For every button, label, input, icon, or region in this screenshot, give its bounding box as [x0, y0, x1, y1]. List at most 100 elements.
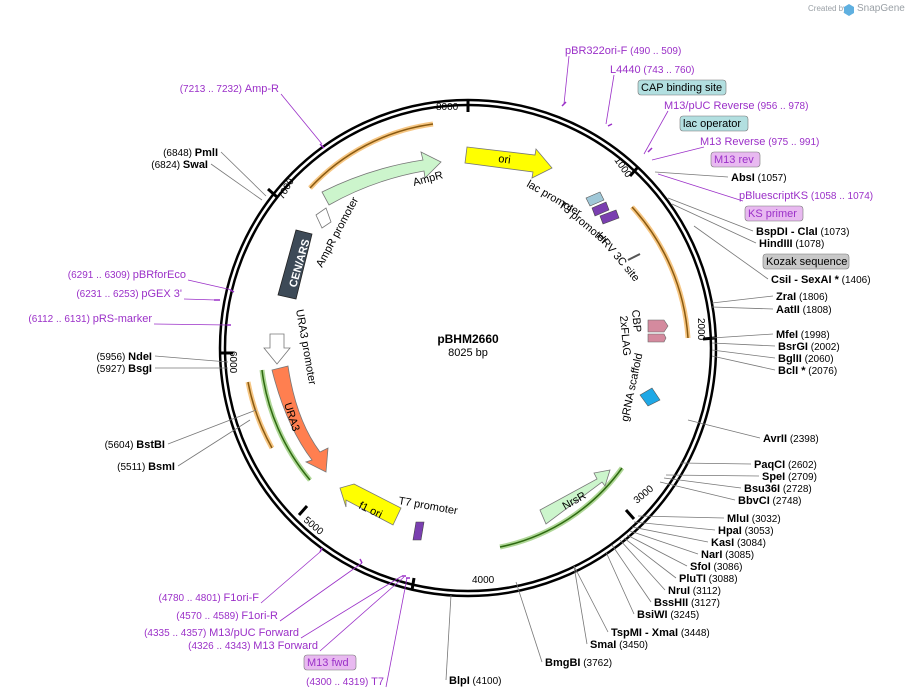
box-kozak-text: Kozak sequence [766, 256, 847, 268]
enzyme-leader-line [711, 349, 776, 359]
enzyme-leader-line [220, 151, 267, 197]
feature-2xflag[interactable] [647, 333, 667, 343]
enzyme-label[interactable]: BspDI - ClaI (1073) [756, 226, 849, 238]
credit-text: Created by [808, 4, 847, 13]
box-cap-binding-site[interactable]: CAP binding site [637, 79, 727, 96]
feature-nrsr[interactable] [539, 469, 611, 525]
primer-label[interactable]: (7213 .. 7232) Amp-R [180, 83, 279, 95]
enzyme-label[interactable]: CsiI - SexAI * (1406) [771, 274, 871, 286]
enzyme-leader-line [693, 225, 769, 280]
feature-cap-site[interactable] [585, 191, 605, 207]
feature-grna-scaffold[interactable] [639, 387, 661, 407]
enzyme-label[interactable]: SpeI (2709) [762, 471, 817, 483]
enzyme-label[interactable]: (6824) SwaI [151, 159, 208, 171]
enzyme-label[interactable]: MfeI (1998) [776, 329, 830, 341]
feature-ampr-promoter[interactable] [315, 207, 332, 229]
enzyme-label[interactable]: KasI (3084) [711, 537, 766, 549]
primer-labels: pBR322ori-F (490 .. 509) L4440 (743 .. 76… [28, 45, 873, 688]
enzyme-label[interactable]: BsrGI (2002) [778, 341, 840, 353]
feature-ori[interactable] [464, 146, 553, 179]
primer-label[interactable]: (4780 .. 4801) F1ori-F [159, 592, 260, 604]
primer-label[interactable]: L4440 (743 .. 760) [610, 64, 695, 76]
enzyme-label[interactable]: NarI (3085) [701, 549, 754, 561]
feature-ori-label: ori [498, 153, 512, 166]
box-kozak-sequence[interactable]: Kozak sequence [762, 253, 850, 270]
feature-ampr-promoter-label: AmpR promoter [314, 195, 361, 269]
primer-leader-line [319, 576, 405, 652]
enzyme-label[interactable]: (6848) PmlI [163, 147, 218, 159]
enzyme-label[interactable]: NruI (3112) [668, 585, 721, 597]
enzyme-label[interactable]: BlpI (4100) [449, 675, 501, 687]
enzyme-label[interactable]: (5604) BstBI [105, 439, 165, 451]
enzyme-leader-line [573, 565, 588, 645]
feature-t7-promoter[interactable] [412, 521, 425, 541]
primer-leader-line [260, 551, 321, 604]
enzyme-leader-line [629, 530, 699, 555]
box-ks-primer[interactable]: KS primer [744, 205, 804, 222]
leader-lines [153, 55, 776, 688]
enzyme-label[interactable]: TspMI - XmaI (3448) [611, 627, 710, 639]
feature-lac-operator[interactable] [591, 201, 610, 217]
enzyme-label[interactable]: SmaI (3450) [590, 639, 648, 651]
feature-2xflag-label: 2xFLAG [617, 315, 632, 356]
enzyme-label[interactable]: AatII (1808) [776, 304, 832, 316]
primer-label[interactable]: (4335 .. 4357) M13/pUC Forward [144, 627, 299, 639]
brand-text: SnapGene [857, 3, 905, 14]
enzyme-label[interactable]: MluI (3032) [727, 513, 781, 525]
primer-label[interactable]: M13 Reverse (975 .. 991) [700, 136, 819, 148]
enzyme-label[interactable]: AvrII (2398) [763, 433, 819, 445]
enzyme-leader-line [177, 419, 251, 467]
feature-cbp[interactable] [647, 319, 669, 333]
primer-leader-line [605, 74, 615, 125]
feature-f1-ori[interactable] [339, 483, 402, 526]
enzyme-label[interactable]: HindIII (1078) [759, 238, 824, 250]
primer-label[interactable]: M13/pUC Reverse (956 .. 978) [664, 100, 808, 112]
enzyme-label[interactable]: BclI * (2076) [778, 365, 837, 377]
enzyme-label[interactable]: BsiWI (3245) [637, 609, 699, 621]
enzyme-label[interactable]: SfoI (3086) [690, 561, 742, 573]
enzyme-leader-line [663, 477, 742, 489]
enzyme-leader-line [573, 565, 609, 633]
feature-t3-promoter[interactable] [599, 209, 620, 225]
feature-ampr[interactable] [321, 151, 442, 206]
primer-label[interactable]: (4570 .. 4589) F1ori-R [176, 610, 278, 622]
enzyme-label[interactable]: (5511) BsmI [117, 461, 175, 473]
enzyme-label[interactable]: HpaI (3053) [718, 525, 774, 537]
tick-label-3000: 3000 [632, 483, 656, 506]
feature-hrv-site[interactable] [627, 253, 641, 261]
enzyme-label[interactable]: BssHII (3127) [654, 597, 720, 609]
enzyme-label[interactable]: ZraI (1806) [776, 291, 828, 303]
enzyme-leader-line [665, 474, 760, 477]
box-m13-rev[interactable]: M13 rev [710, 151, 761, 168]
enzyme-leader-line [687, 419, 761, 439]
enzyme-label[interactable]: Bsu36I (2728) [744, 483, 812, 495]
primer-label[interactable]: pBR322ori-F (490 .. 509) [565, 45, 681, 57]
feature-ura3-promoter-label: URA3 promoter [293, 308, 318, 386]
feature-ura3[interactable] [271, 365, 329, 473]
enzyme-label[interactable]: BbvCI (2748) [738, 495, 801, 507]
enzyme-leader-line [445, 594, 452, 681]
primer-label[interactable]: (4300 .. 4319) T7 [306, 676, 384, 688]
feature-grna-scaffold-label: gRNA scaffold [619, 352, 645, 422]
box-m13-fwd[interactable]: M13 fwd [303, 654, 357, 671]
enzyme-leader-line [654, 171, 729, 178]
enzyme-label[interactable]: AbsI (1057) [731, 172, 787, 184]
primer-label[interactable]: (6231 .. 6253) pGEX 3' [76, 288, 182, 300]
enzyme-label[interactable]: BglII (2060) [778, 353, 834, 365]
enzyme-label[interactable]: PaqCI (2602) [754, 459, 817, 471]
feature-ura3-promoter[interactable] [263, 333, 291, 365]
primer-label[interactable]: (6291 .. 6309) pBRforEco [68, 269, 186, 281]
enzyme-label[interactable]: PluTI (3088) [679, 573, 738, 585]
feature-cen-ars[interactable] [277, 229, 313, 300]
enzyme-label[interactable]: (5956) NdeI [96, 351, 152, 363]
enzyme-label[interactable]: BmgBI (3762) [545, 657, 612, 669]
primer-leader-line [300, 575, 403, 639]
primer-label[interactable]: (4326 .. 4343) M13 Forward [188, 640, 318, 652]
box-lac-operator[interactable]: lac operator [679, 115, 749, 132]
primer-label[interactable]: (6112 .. 6131) pRS-marker [28, 313, 152, 325]
enzyme-leader-line [631, 526, 709, 543]
primer-label[interactable]: pBluescriptKS (1058 .. 1074) [739, 190, 873, 202]
primer-leader-line [153, 323, 229, 326]
enzyme-label[interactable]: (5927) BsgI [96, 363, 152, 375]
